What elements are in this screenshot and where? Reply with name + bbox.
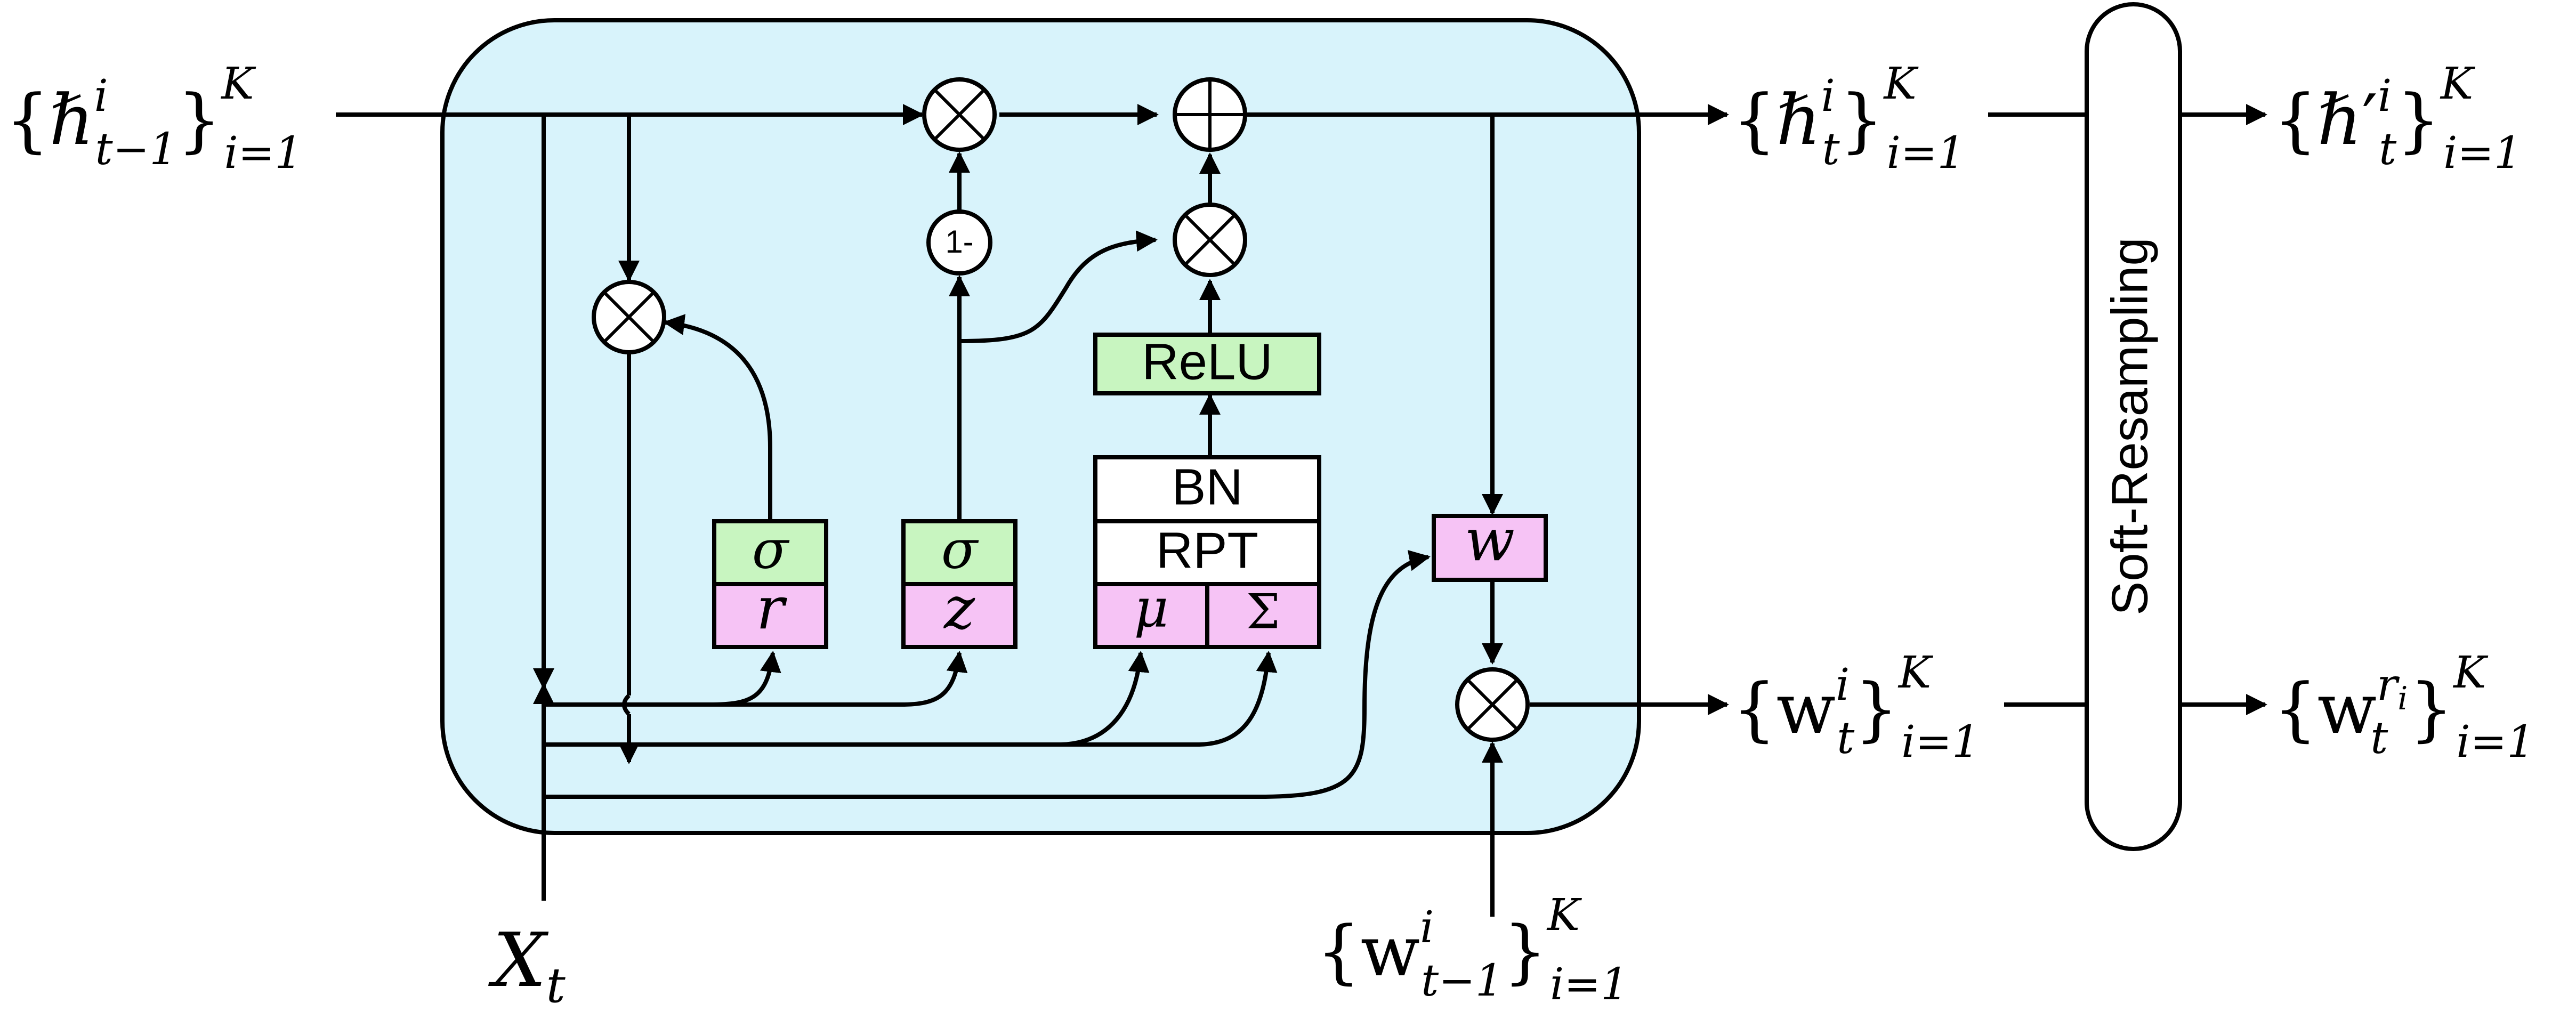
weight-multiply-op <box>1455 667 1530 742</box>
one-minus-op: 1- <box>926 209 992 276</box>
bus-to-z-wire <box>709 651 968 707</box>
update-gate-block: σ z <box>901 519 1018 649</box>
weight-block: w <box>1432 506 1548 582</box>
x-input-label: Xt <box>488 917 566 1011</box>
update-gate-sigma: σ <box>941 519 979 581</box>
reparam-stack: BN RPT μ Σ <box>1093 455 1321 649</box>
r-gate-to-reset-mul-wire <box>663 314 772 520</box>
top-multiply-op <box>922 77 997 152</box>
z-gate-to-mul-wire <box>959 230 1158 343</box>
add-op <box>1173 77 1247 152</box>
bus-to-w-wire <box>1257 550 1431 799</box>
mean-label: μ <box>1134 577 1169 640</box>
bus-to-sigma-wire <box>1061 651 1278 747</box>
weight-label: w <box>1465 506 1515 574</box>
relu-label: ReLU <box>1142 333 1272 390</box>
relu-block: ReLU <box>1093 333 1321 395</box>
covariance-label: Σ <box>1246 584 1280 640</box>
soft-resampling-block <box>2085 2 2182 851</box>
reset-gate-block: σ r <box>712 519 828 649</box>
reset-gate-r: r <box>756 574 788 642</box>
rpt-label: RPT <box>1156 522 1258 579</box>
one-minus-label: 1- <box>945 224 973 260</box>
update-multiply-op <box>1173 203 1247 277</box>
soft-resampling-label: Soft-Resampling <box>2101 237 2158 616</box>
update-gate-z: z <box>943 574 975 642</box>
reset-multiply-op <box>592 280 666 354</box>
bn-label: BN <box>1172 458 1242 515</box>
reset-gate-sigma: σ <box>752 519 790 581</box>
